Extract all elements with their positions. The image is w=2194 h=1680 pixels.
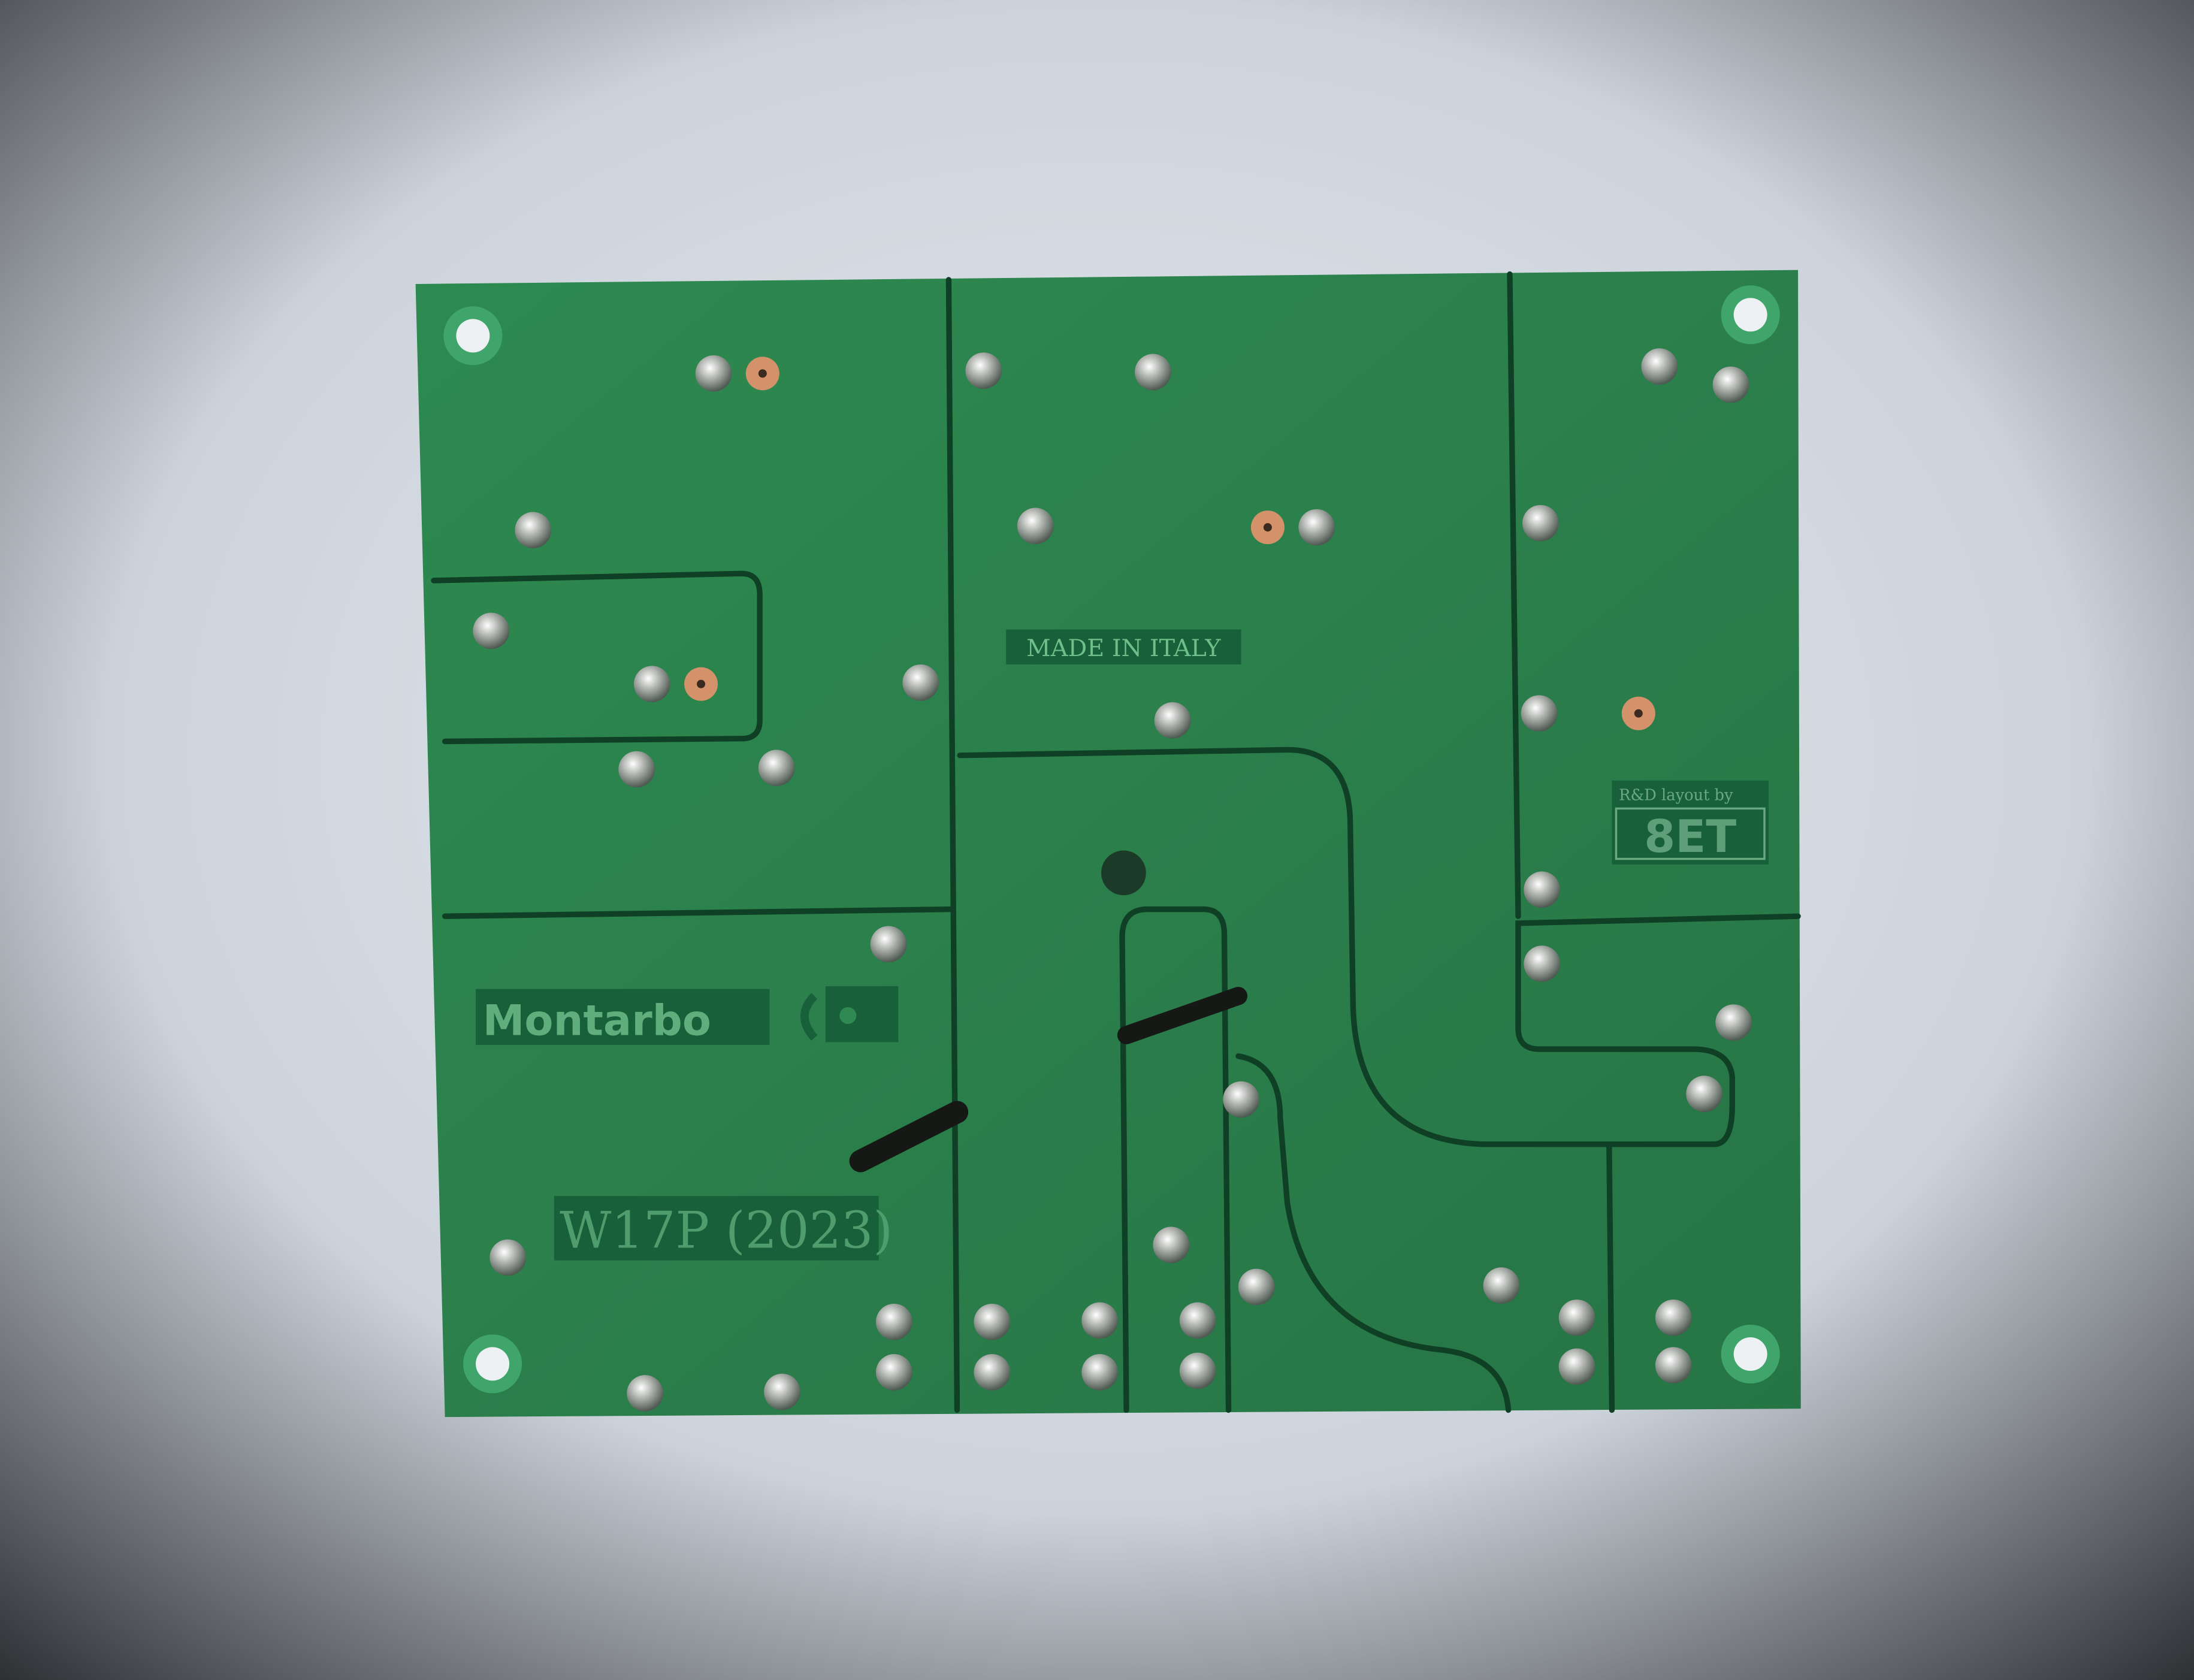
silkscreen-made-in-italy: MADE IN ITALY bbox=[1006, 629, 1241, 664]
copper-pad-hole bbox=[697, 679, 706, 688]
mounting-holes bbox=[443, 285, 1780, 1394]
copper-pad-hole bbox=[1263, 523, 1272, 532]
via-hole bbox=[1101, 850, 1146, 896]
mounting-hole bbox=[1733, 298, 1767, 332]
silkscreen-brand: Montarbo bbox=[476, 986, 899, 1046]
solder-joint bbox=[1135, 353, 1171, 391]
mounting-hole bbox=[1733, 1337, 1767, 1371]
solder-joint bbox=[1179, 1352, 1216, 1389]
model-label: W17P (2023) bbox=[560, 1201, 893, 1260]
solder-joint bbox=[618, 751, 655, 788]
silkscreen-credit: R&D layout by 8ET bbox=[1612, 780, 1769, 865]
solder-joint bbox=[627, 1375, 664, 1412]
solder-joint bbox=[875, 1303, 912, 1340]
solder-joint bbox=[875, 1354, 912, 1391]
solder-joint bbox=[974, 1303, 1011, 1340]
solder-joint bbox=[1524, 945, 1561, 982]
jumper-wires bbox=[849, 987, 1248, 1173]
brand-label: Montarbo bbox=[483, 996, 711, 1046]
solder-joint bbox=[1558, 1348, 1595, 1385]
copper-pad-hole bbox=[1634, 709, 1643, 718]
solder-joints bbox=[473, 348, 1752, 1412]
solder-joint bbox=[633, 666, 670, 703]
solder-joint bbox=[1715, 1004, 1752, 1041]
solder-joint bbox=[473, 612, 510, 649]
solder-joint bbox=[965, 352, 1002, 389]
solder-joint bbox=[1223, 1081, 1259, 1118]
solder-joint bbox=[1655, 1299, 1692, 1336]
made-in-label: MADE IN ITALY bbox=[1026, 634, 1221, 662]
solder-joint bbox=[1483, 1267, 1520, 1304]
solder-joint bbox=[1017, 507, 1054, 545]
solder-joint bbox=[1154, 702, 1191, 739]
brand-logo-icon bbox=[800, 986, 899, 1043]
solder-joint bbox=[1238, 1268, 1275, 1306]
solder-joint bbox=[1558, 1299, 1595, 1336]
credit-logo-label: 8ET bbox=[1644, 811, 1736, 863]
mounting-hole bbox=[476, 1347, 510, 1381]
copper-isolation-traces bbox=[431, 271, 1801, 1413]
solder-joint bbox=[515, 512, 552, 549]
solder-joint bbox=[974, 1354, 1011, 1391]
solder-joint bbox=[1712, 366, 1749, 403]
solder-joint bbox=[1081, 1302, 1119, 1339]
solder-joint bbox=[758, 750, 795, 787]
solder-joint bbox=[1522, 504, 1559, 542]
jumper-wire-center bbox=[1117, 987, 1248, 1044]
solder-joint bbox=[1298, 509, 1335, 546]
copper-pad-hole bbox=[758, 369, 767, 378]
solder-joint bbox=[1524, 871, 1561, 908]
solder-joint bbox=[695, 355, 732, 392]
jumper-wire-left bbox=[849, 1101, 969, 1173]
solder-joint bbox=[1641, 348, 1678, 385]
solder-joint bbox=[1179, 1302, 1216, 1339]
credit-line-label: R&D layout by bbox=[1619, 786, 1733, 804]
silkscreen-model: W17P (2023) bbox=[554, 1196, 893, 1261]
mounting-hole bbox=[456, 319, 490, 353]
solder-joint bbox=[1655, 1347, 1692, 1384]
pcb-board bbox=[415, 270, 1801, 1418]
solder-joint bbox=[1521, 695, 1558, 732]
solder-joint bbox=[1153, 1226, 1190, 1264]
solder-joint bbox=[1686, 1075, 1722, 1113]
solder-joint bbox=[764, 1373, 800, 1410]
solder-joint bbox=[870, 926, 907, 963]
solder-joint bbox=[1081, 1354, 1119, 1391]
solder-joint bbox=[489, 1239, 527, 1276]
solder-joint bbox=[902, 664, 939, 701]
